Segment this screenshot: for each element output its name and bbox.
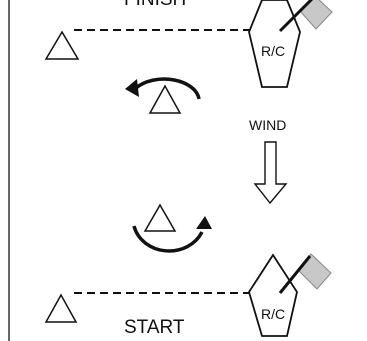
counterclockwise-arrow-icon [125,77,201,100]
clockwise-arrow-icon [132,216,212,253]
flag-bottom-icon [297,253,332,290]
committee-boat-bottom-label: R/C [261,306,285,322]
upwind-mark-icon [148,84,182,114]
start-label: START [124,317,185,338]
start-mark-icon [44,293,78,323]
committee-boat-top-icon: R/C [248,0,333,88]
wind-label: WIND [249,117,286,133]
finish-mark-icon [44,30,80,60]
downwind-mark-icon [143,203,177,232]
finish-label: FINISH [124,0,186,10]
committee-boat-top-label: R/C [261,43,285,59]
wind-arrow-icon [253,141,288,205]
committee-boat-bottom-icon: R/C [248,253,332,337]
